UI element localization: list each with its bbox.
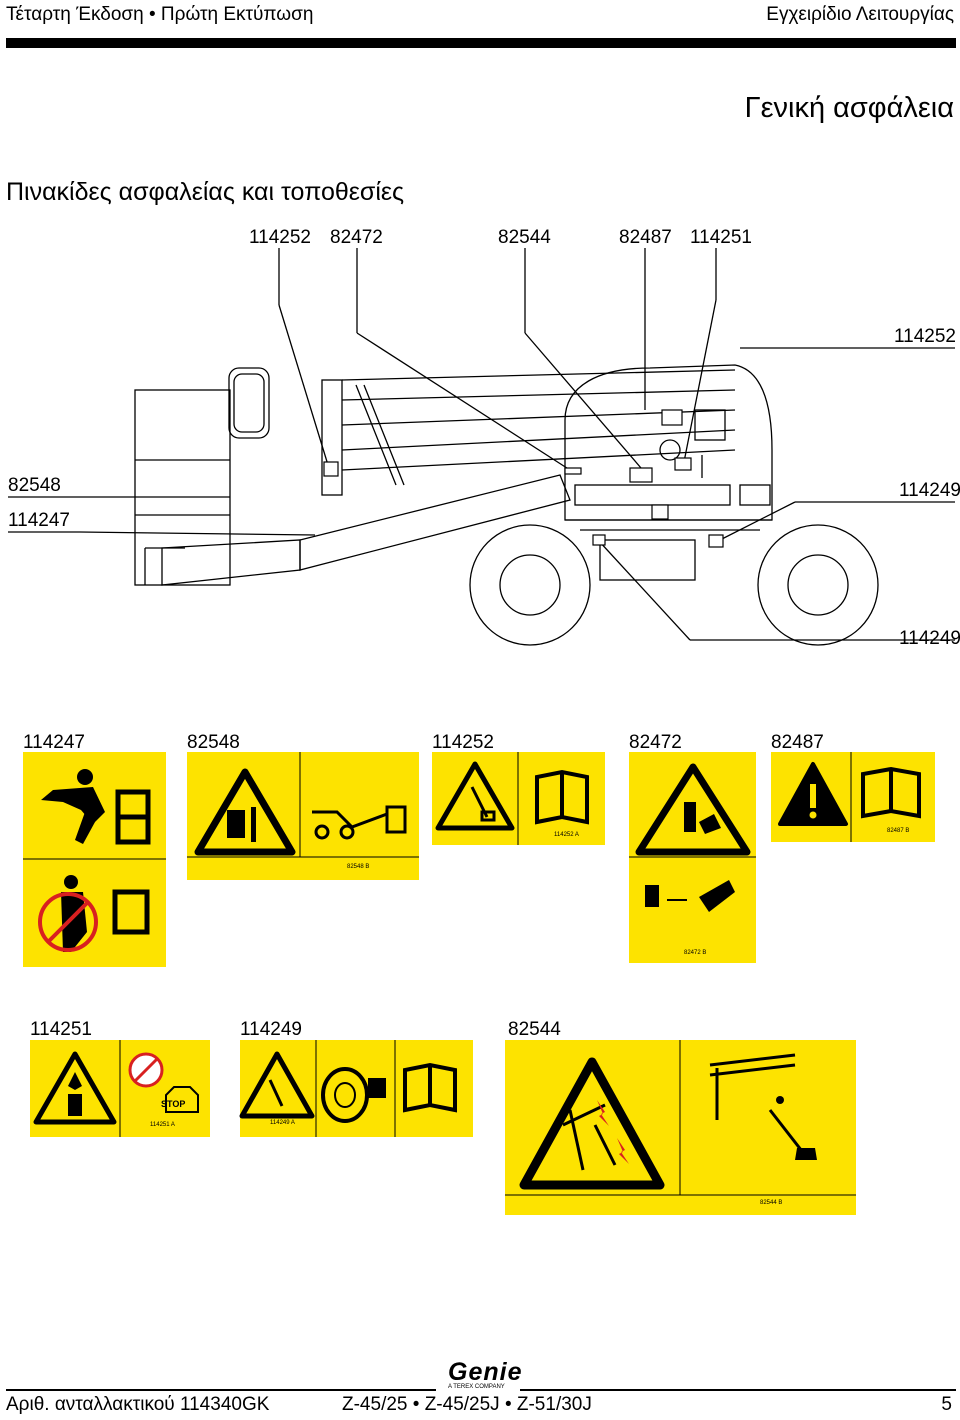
terex-tagline: A TEREX COMPANY xyxy=(448,1384,505,1390)
section-title: Πινακίδες ασφαλείας και τοποθεσίες xyxy=(6,178,405,206)
callout-right-low: 114249 xyxy=(899,628,960,649)
part-number: Αριθ. ανταλλακτικού 114340GK xyxy=(6,1394,270,1415)
decal-82487: 82487 B xyxy=(771,752,935,842)
stop-sign-label: STOP xyxy=(161,1099,186,1109)
decal-label-114252: 114252 xyxy=(432,732,494,753)
callout-top-4: 82487 xyxy=(619,227,672,248)
decal-code-82487: 82487 B xyxy=(887,828,910,834)
header-rule xyxy=(6,38,956,48)
decal-code-82472: 82472 B xyxy=(684,950,707,956)
callout-top-3: 82544 xyxy=(498,227,551,248)
callout-left-b: 114247 xyxy=(8,510,70,531)
callout-right-top: 114252 xyxy=(894,326,956,347)
edition-header: Τέταρτη Έκδοση • Πρώτη Εκτύπωση xyxy=(6,4,314,25)
model-list: Z-45/25 • Z-45/25J • Z-51/30J xyxy=(342,1394,592,1415)
decal-label-82544: 82544 xyxy=(508,1019,561,1040)
decal-code-114249: 114249 A xyxy=(270,1120,295,1126)
footer-rule-right xyxy=(520,1389,956,1391)
callout-top-2: 82472 xyxy=(330,227,383,248)
decal-82544: 82544 B xyxy=(505,1040,856,1215)
callout-top-5: 114251 xyxy=(690,227,752,248)
decal-code-114251: 114251 A xyxy=(150,1122,175,1128)
page-number: 5 xyxy=(941,1394,952,1415)
decal-82548: 82548 B xyxy=(187,752,419,880)
callout-left-a: 82548 xyxy=(8,475,61,496)
manual-header: Εγχειρίδιο Λειτουργίας xyxy=(766,4,954,25)
decal-114247 xyxy=(23,752,166,967)
decal-label-114251: 114251 xyxy=(30,1019,92,1040)
decal-label-82487: 82487 xyxy=(771,732,824,753)
decal-114252: 114252 A xyxy=(432,752,605,845)
decal-label-114249: 114249 xyxy=(240,1019,302,1040)
decal-label-114247: 114247 xyxy=(23,732,85,753)
decal-label-82472: 82472 xyxy=(629,732,682,753)
decal-code-82548: 82548 B xyxy=(347,864,370,870)
decal-code-114252: 114252 A xyxy=(554,832,579,838)
decal-114251: STOP 114251 A xyxy=(30,1040,210,1137)
footer-rule-left xyxy=(6,1389,436,1391)
page-title: Γενική ασφάλεια xyxy=(744,92,954,124)
decal-82472: 82472 B xyxy=(629,752,756,963)
decal-114249: 114249 A xyxy=(239,1040,473,1137)
boom-lift-drawing xyxy=(8,248,955,646)
callout-right-mid: 114249 xyxy=(899,480,960,501)
decal-code-82544: 82544 B xyxy=(760,1200,783,1206)
callout-top-1: 114252 xyxy=(249,227,311,248)
genie-logo: Genie xyxy=(448,1358,523,1386)
decal-label-82548: 82548 xyxy=(187,732,240,753)
